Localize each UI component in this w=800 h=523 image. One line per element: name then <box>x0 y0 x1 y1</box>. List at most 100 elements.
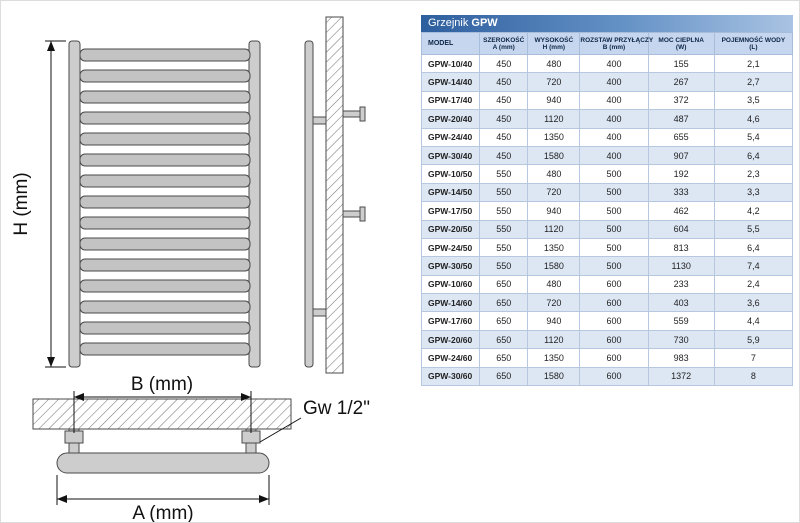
value-cell: 5,4 <box>713 127 794 147</box>
thread-callout-label: Gw 1/2" <box>303 398 370 419</box>
col-power-label: MOC CIEPLNA <box>658 36 704 44</box>
value-cell: 500 <box>579 219 649 239</box>
rung <box>79 321 251 335</box>
rung <box>79 90 251 104</box>
value-cell: 372 <box>647 90 715 111</box>
col-height-h-unit: H (mm) <box>542 43 566 51</box>
rung <box>79 48 251 62</box>
rung <box>79 300 251 314</box>
col-power-unit: (W) <box>675 43 687 51</box>
col-height-h: WYSOKOŚĆ H (mm) <box>527 32 581 55</box>
value-cell: 604 <box>647 219 715 239</box>
spec-title-prefix: Grzejnik <box>428 17 469 29</box>
model-cell: GPW-30/60 <box>420 366 481 387</box>
model-cell: GPW-10/40 <box>420 53 481 74</box>
value-cell: 233 <box>647 274 715 295</box>
col-width-a-unit: A (mm) <box>492 43 515 51</box>
radiator-rungs <box>79 48 251 356</box>
value-cell: 480 <box>527 164 581 184</box>
wall-section-top <box>32 398 292 430</box>
value-cell: 550 <box>479 164 529 184</box>
height-dimension: H (mm) <box>11 40 66 368</box>
value-cell: 487 <box>647 109 715 129</box>
value-cell: 650 <box>479 274 529 295</box>
model-cell: GPW-10/50 <box>420 164 481 184</box>
radiator-profile <box>304 40 314 368</box>
col-capacity-unit: (L) <box>749 43 758 51</box>
value-cell: 3,5 <box>713 90 794 111</box>
rung <box>79 216 251 230</box>
rung <box>79 237 251 251</box>
value-cell: 720 <box>527 72 581 92</box>
value-cell: 400 <box>579 53 649 74</box>
value-cell: 650 <box>479 348 529 368</box>
radiator-tube-top <box>56 452 270 474</box>
pipe-stub-cap <box>359 106 366 122</box>
value-cell: 940 <box>527 201 581 221</box>
rung <box>79 153 251 167</box>
mounting-bracket <box>312 116 327 125</box>
rung <box>79 69 251 83</box>
spec-table: MODEL SZEROKOŚĆ A (mm) WYSOKOŚĆ H (mm) R… <box>420 32 794 387</box>
model-cell: GPW-24/60 <box>420 348 481 368</box>
col-pitch-b-unit: B (mm) <box>602 43 626 51</box>
top-view <box>32 398 292 474</box>
value-cell: 720 <box>527 182 581 203</box>
value-cell: 940 <box>527 311 581 331</box>
col-pitch-b-label: ROZSTAW PRZYŁĄCZY <box>580 36 654 44</box>
value-cell: 720 <box>527 293 581 313</box>
value-cell: 1120 <box>527 109 581 129</box>
value-cell: 2,1 <box>713 53 794 74</box>
value-cell: 3,3 <box>713 182 794 203</box>
value-cell: 600 <box>579 274 649 295</box>
value-cell: 1120 <box>527 219 581 239</box>
spec-title: Grzejnik GPW <box>421 15 793 32</box>
rung <box>79 174 251 188</box>
value-cell: 550 <box>479 219 529 239</box>
rung <box>79 132 251 146</box>
value-cell: 1350 <box>527 348 581 368</box>
value-cell: 600 <box>579 348 649 368</box>
value-cell: 400 <box>579 145 649 166</box>
value-cell: 462 <box>647 201 715 221</box>
pitch-dimension-label: B (mm) <box>131 374 193 395</box>
value-cell: 907 <box>647 145 715 166</box>
value-cell: 480 <box>527 53 581 74</box>
col-model: MODEL <box>420 32 481 55</box>
left-collector-tube <box>68 40 81 368</box>
value-cell: 2,4 <box>713 274 794 295</box>
side-view <box>304 16 366 374</box>
value-cell: 500 <box>579 182 649 203</box>
rung <box>79 195 251 209</box>
value-cell: 192 <box>647 164 715 184</box>
value-cell: 450 <box>479 53 529 74</box>
value-cell: 400 <box>579 109 649 129</box>
model-cell: GPW-14/60 <box>420 293 481 313</box>
value-cell: 1130 <box>647 256 715 276</box>
value-cell: 450 <box>479 109 529 129</box>
model-cell: GPW-17/40 <box>420 90 481 111</box>
value-cell: 6,4 <box>713 145 794 166</box>
value-cell: 550 <box>479 256 529 276</box>
value-cell: 400 <box>579 90 649 111</box>
value-cell: 940 <box>527 90 581 111</box>
value-cell: 5,9 <box>713 329 794 350</box>
wall-section <box>325 16 344 374</box>
technical-drawing: H (mm) B (mm) <box>11 16 370 522</box>
col-capacity-label: POJEMNOŚĆ WODY <box>721 36 786 44</box>
value-cell: 333 <box>647 182 715 203</box>
col-model-label: MODEL <box>428 40 454 47</box>
col-width-a-label: SZEROKOŚĆ <box>483 36 525 44</box>
value-cell: 550 <box>479 182 529 203</box>
model-cell: GPW-10/60 <box>420 274 481 295</box>
